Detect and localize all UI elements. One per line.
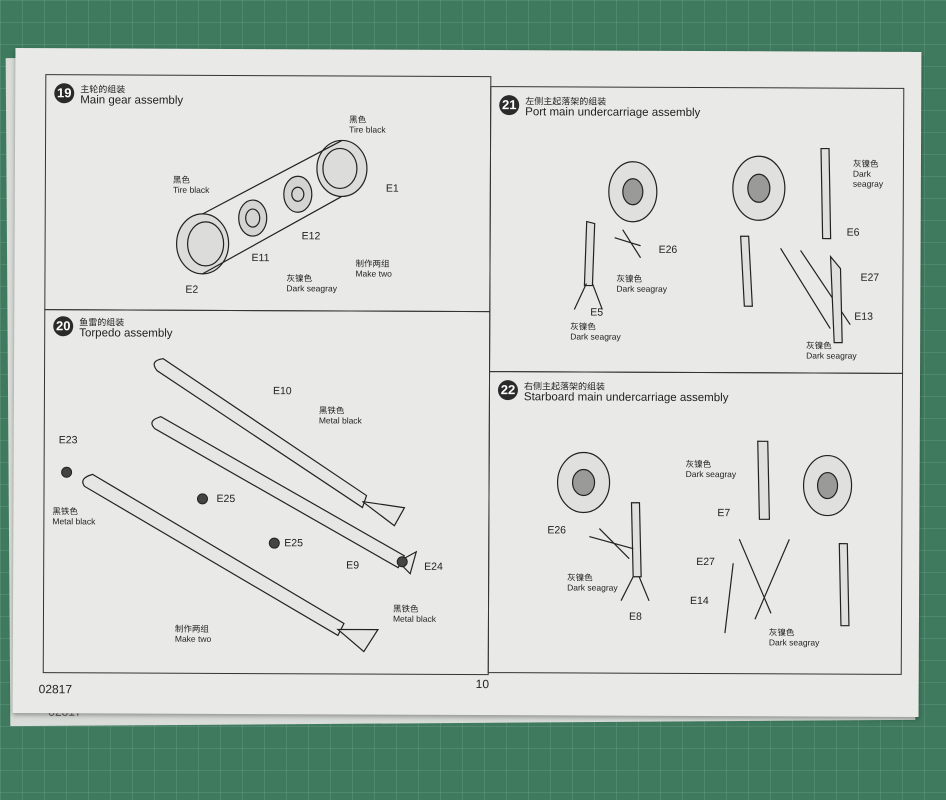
part-label-e27: E27: [860, 271, 880, 284]
part-label-e25-upper: E25: [216, 492, 236, 505]
part-label-e13: E13: [854, 310, 874, 323]
note-en: Metal black: [392, 613, 436, 624]
starboard-undercarriage-drawing: [556, 440, 853, 634]
step-19-panel: 19 主轮的组装 Main gear assembly 黑色 Tire blac…: [44, 74, 492, 313]
paint-note-tire-black-left: 黑色 Tire black: [173, 175, 210, 195]
note-en: Dark seagray: [768, 637, 820, 648]
note-en: Dark seagray: [616, 283, 667, 294]
note-cn: 黑色: [349, 114, 367, 125]
part-label-e11: E11: [251, 252, 270, 265]
part-label-e6: E6: [846, 226, 860, 239]
step-20-panel: 20 鱼雷的组装 Torpedo assembly E10 E23 E25 E2…: [42, 309, 491, 676]
part-label-e7: E7: [717, 507, 731, 520]
note-en: Tire black: [349, 124, 386, 135]
note-en: Dark seagray: [567, 582, 618, 593]
part-label-e25-lower: E25: [284, 537, 304, 550]
paint-note-metal-black-top: 黑铁色 Metal black: [319, 405, 362, 425]
paint-note-dark-seagray-top: 灰镍色 Dark seagray: [686, 459, 737, 479]
part-label-e5: E5: [590, 306, 604, 319]
note-cn: 灰镍色: [768, 627, 795, 638]
note-cn: 黑铁色: [318, 405, 345, 416]
part-label-e26: E26: [547, 524, 567, 537]
make-two-note: 制作两组 Make two: [355, 259, 391, 279]
note-en: Tire black: [172, 184, 210, 195]
paint-note-dark-seagray-d: 灰镍色 Dark seagray: [806, 340, 857, 360]
part-label-e9: E9: [346, 559, 360, 572]
note-en: Make two: [355, 268, 392, 279]
paint-note-dark-seagray-a: 灰镍色 Dark seagray: [616, 274, 667, 294]
port-undercarriage-drawing: [573, 147, 851, 344]
note-cn: 制作两组: [174, 623, 209, 634]
note-cn: 黑铁色: [392, 603, 419, 614]
part-label-e14: E14: [690, 594, 709, 608]
note-en: Make two: [174, 633, 212, 644]
part-label-e10: E10: [272, 385, 292, 398]
part-label-e1: E1: [385, 182, 399, 195]
note-cn: 黑色: [172, 174, 190, 185]
part-label-e24: E24: [424, 560, 443, 573]
note-cn: 灰镍色: [852, 158, 879, 169]
note-cn: 制作两组: [355, 258, 390, 269]
page-number: 10: [475, 677, 490, 692]
note-en: Dark seagray: [806, 350, 857, 361]
paint-note-dark-seagray-bottom: 灰镍色 Dark seagray: [769, 627, 820, 647]
torpedo-exploded-drawing: [61, 358, 418, 653]
part-label-e26: E26: [658, 243, 678, 256]
part-label-e12: E12: [301, 230, 321, 243]
paint-note-metal-black-left: 黑铁色 Metal black: [52, 506, 95, 526]
note-cn: 灰镍色: [685, 458, 712, 470]
part-label-e2: E2: [185, 283, 199, 296]
part-label-e8: E8: [628, 610, 642, 623]
part-label-e23: E23: [58, 434, 78, 447]
note-en: Dark seagray: [685, 468, 737, 480]
note-cn: 灰镍色: [806, 340, 832, 351]
kit-code: 02817: [38, 682, 73, 697]
make-two-note: 制作两组 Make two: [175, 624, 211, 644]
note-en: Metal black: [318, 415, 362, 426]
note-en: Dark seagray: [570, 331, 621, 342]
paint-note-dark-seagray-b: 灰镍色 Dark seagray: [570, 321, 621, 341]
step-21-panel: 21 左侧主起落架的组装 Port main undercarriage ass…: [489, 86, 905, 374]
note-cn: 黑铁色: [52, 506, 78, 517]
note-cn: 灰镍色: [616, 273, 642, 284]
note-en: Dark seagray: [852, 168, 884, 189]
instruction-sheet: 19 主轮的组装 Main gear assembly 黑色 Tire blac…: [12, 48, 922, 717]
paint-note-metal-black-bottom: 黑铁色 Metal black: [393, 604, 436, 624]
step-22-panel: 22 右侧主起落架的组装 Starboard main undercarriag…: [487, 371, 904, 675]
main-gear-exploded-drawing: [176, 139, 368, 275]
note-en: Dark seagray: [286, 283, 337, 294]
paint-note-dark-seagray: 灰镍色 Dark seagray: [286, 273, 337, 293]
note-cn: 灰镍色: [570, 321, 596, 332]
paint-note-dark-seagray-left: 灰镍色 Dark seagray: [567, 572, 618, 592]
note-cn: 灰镍色: [567, 572, 593, 583]
note-cn: 灰镍色: [286, 273, 312, 284]
paint-note-dark-seagray-c: 灰镍色 Dark seagray: [853, 159, 903, 189]
part-label-e27: E27: [696, 556, 715, 569]
paint-note-tire-black-right: 黑色 Tire black: [349, 114, 386, 134]
note-en: Metal black: [52, 516, 96, 527]
